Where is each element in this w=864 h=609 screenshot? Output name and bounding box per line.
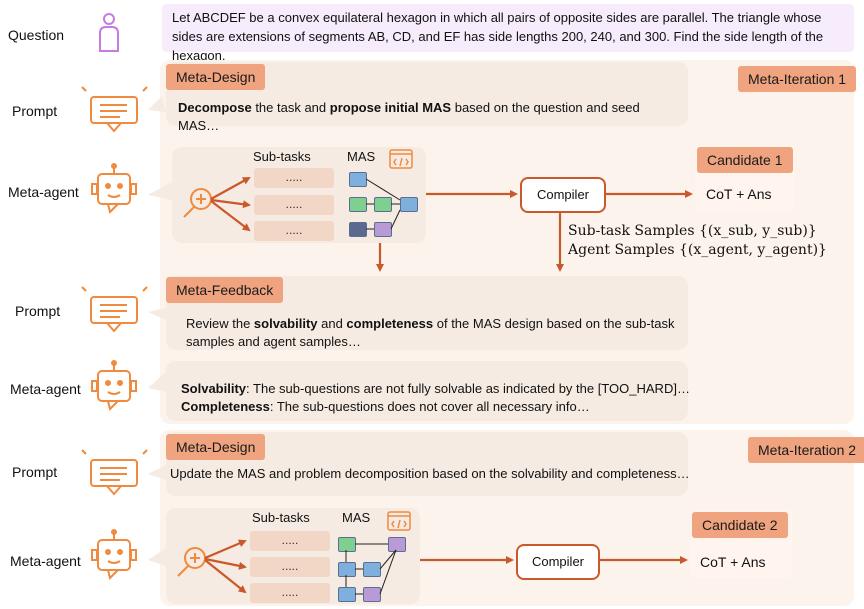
meta-iteration-1-tag: Meta-Iteration 1 bbox=[738, 66, 857, 92]
subtask-item-6: ..... bbox=[250, 583, 330, 603]
meta-design-2-text: Update the MAS and problem decomposition… bbox=[170, 466, 690, 481]
mas-header-1: MAS bbox=[347, 149, 376, 164]
question-box bbox=[162, 4, 854, 52]
row-label-meta-agent-2: Meta-agent bbox=[10, 381, 81, 397]
subtask-item-3: ..... bbox=[254, 221, 334, 241]
meta-design-1-tag: Meta-Design bbox=[166, 64, 266, 90]
meta-feedback-tag: Meta-Feedback bbox=[166, 277, 284, 303]
feedback-result-box bbox=[166, 361, 688, 421]
mas-node bbox=[400, 197, 418, 212]
row-label-prompt-3: Prompt bbox=[12, 464, 58, 480]
candidate-2-tag: Candidate 2 bbox=[692, 512, 788, 538]
subtask-item-2: ..... bbox=[254, 195, 334, 215]
mas-node bbox=[374, 222, 392, 237]
row-label-question: Question bbox=[8, 27, 65, 43]
agent-samples-label: Agent Samples {(x_agent, y_agent)} bbox=[568, 242, 827, 258]
row-label-prompt-2: Prompt bbox=[15, 303, 61, 319]
meta-iteration-2-tag: Meta-Iteration 2 bbox=[748, 437, 864, 463]
candidate-1-tag: Candidate 1 bbox=[697, 147, 793, 173]
subtask-item-5: ..... bbox=[250, 557, 330, 577]
robot-icon bbox=[91, 529, 137, 580]
compiler-box-2: Compiler bbox=[516, 544, 600, 580]
person-icon bbox=[99, 13, 119, 52]
code-icon bbox=[387, 511, 411, 531]
question-text: Let ABCDEF be a convex equilateral hexag… bbox=[172, 10, 824, 63]
row-label-meta-agent-3: Meta-agent bbox=[10, 553, 81, 569]
mas-header-2: MAS bbox=[342, 510, 371, 525]
meta-design-1-text: Decompose the task and propose initial M… bbox=[178, 100, 640, 133]
magnifier-plus-icon bbox=[183, 188, 212, 218]
row-label-meta-agent-1: Meta-agent bbox=[8, 184, 79, 200]
mas-node bbox=[363, 587, 381, 602]
subtasks-header-1: Sub-tasks bbox=[253, 149, 311, 164]
prompt-icon bbox=[81, 449, 148, 496]
subtask-item-4: ..... bbox=[250, 531, 330, 551]
compiler-box-1: Compiler bbox=[520, 177, 606, 213]
code-icon bbox=[389, 149, 413, 169]
completeness-line: Completeness: The sub-questions does not… bbox=[181, 399, 590, 414]
magnifier-plus-icon bbox=[177, 547, 206, 577]
robot-icon bbox=[91, 360, 137, 411]
subtask-samples-label: Sub-task Samples {(x_sub, y_sub)} bbox=[568, 223, 817, 239]
solvability-line: Solvability: The sub-questions are not f… bbox=[181, 381, 690, 396]
row-label-prompt-1: Prompt bbox=[12, 103, 58, 119]
prompt-icon bbox=[81, 286, 148, 333]
robot-icon bbox=[91, 163, 137, 214]
subtasks-header-2: Sub-tasks bbox=[252, 510, 310, 525]
meta-feedback-text: Review the solvability and completeness … bbox=[186, 316, 675, 349]
meta-design-2-tag: Meta-Design bbox=[166, 434, 266, 460]
prompt-icon bbox=[81, 86, 148, 133]
mas-node bbox=[363, 562, 381, 577]
candidate-2-output: CoT + Ans bbox=[700, 554, 766, 570]
subtask-item-1: ..... bbox=[254, 168, 334, 188]
candidate-1-output: CoT + Ans bbox=[706, 186, 772, 202]
mas-node bbox=[388, 537, 406, 552]
